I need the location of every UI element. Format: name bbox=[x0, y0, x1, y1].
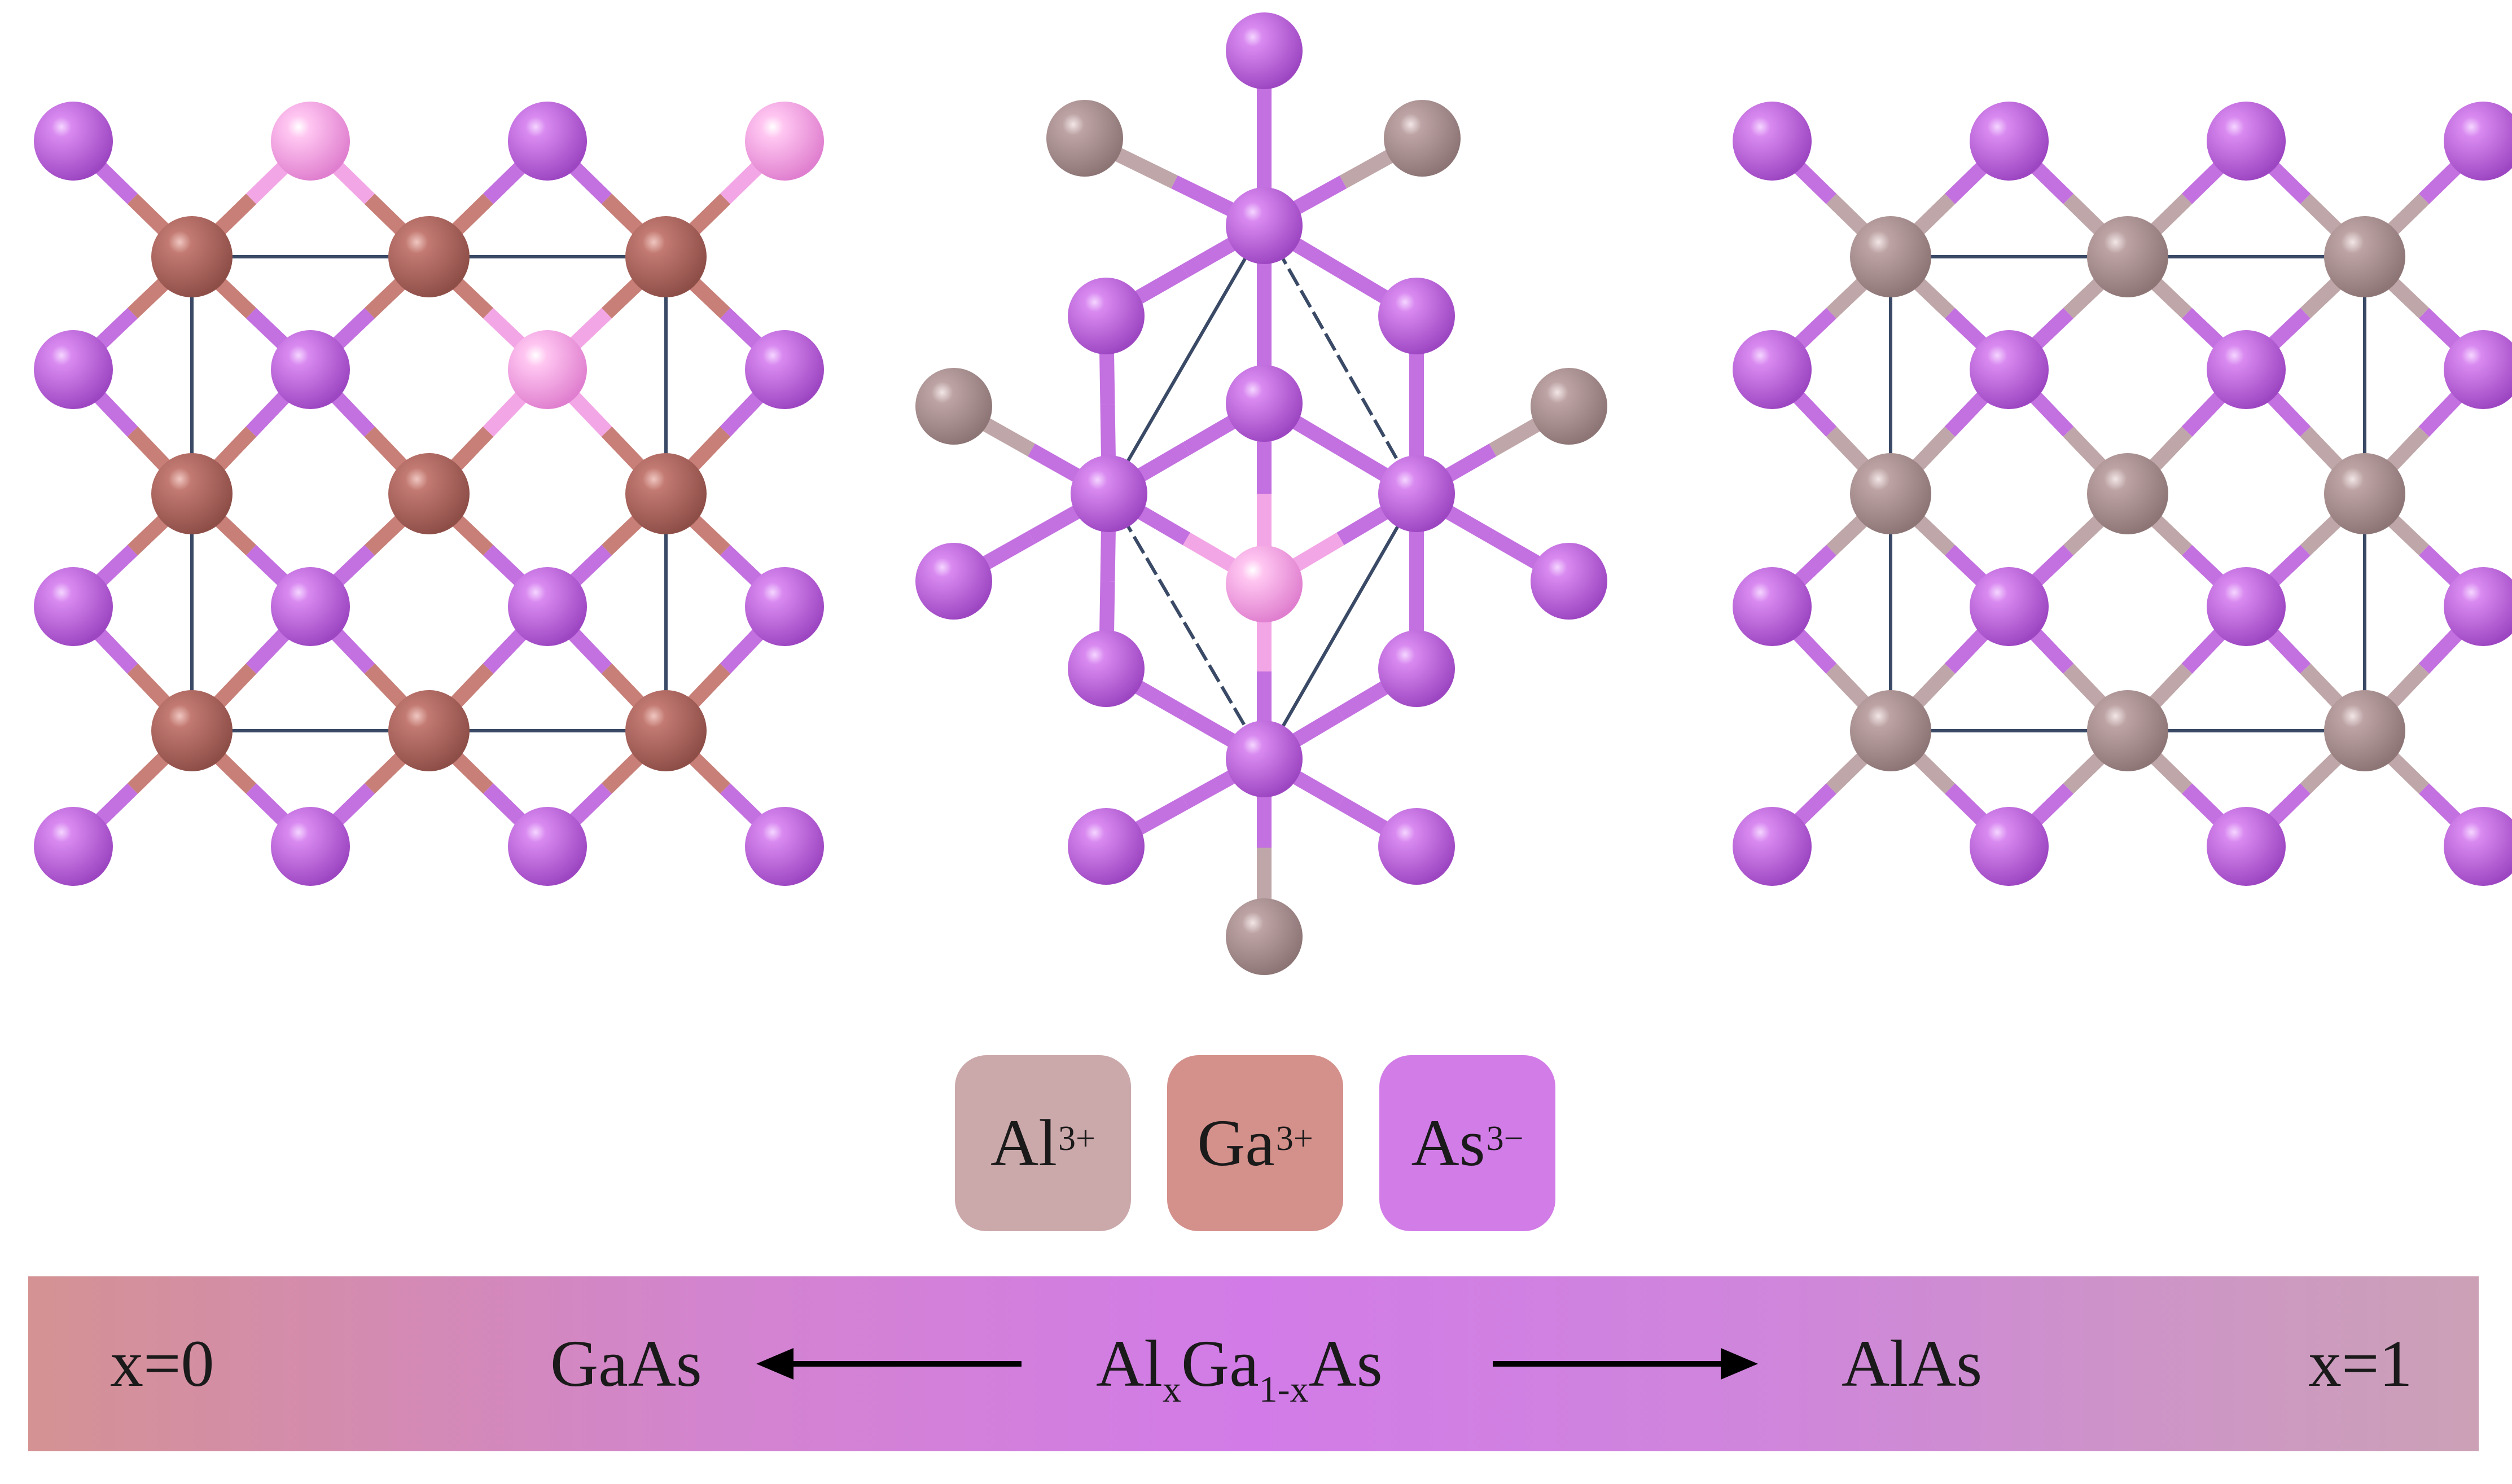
alxga1-xas-lattice-as-atom bbox=[1226, 187, 1303, 264]
crystal-structures-scene bbox=[34, 12, 2512, 975]
alas-lattice-as-atom bbox=[2444, 330, 2512, 409]
alxga1-xas-lattice-as-atom bbox=[1068, 630, 1145, 707]
alxga1-xas-lattice-al-atom bbox=[1226, 898, 1303, 975]
formula-as: As bbox=[1308, 1327, 1383, 1400]
alas-lattice-as-atom bbox=[1970, 330, 2049, 409]
gaas-lattice-ga-atom bbox=[388, 216, 470, 297]
alxga1-xas-lattice-as-atom bbox=[1378, 278, 1455, 354]
alxga1-xas-lattice-as-atom bbox=[1226, 12, 1303, 89]
gaas-lattice-as-atom bbox=[745, 330, 824, 409]
alas-lattice-as-atom bbox=[1733, 102, 1812, 181]
gaas-lattice-ga-atom bbox=[151, 690, 233, 771]
alas-lattice-as-atom bbox=[1733, 330, 1812, 409]
alas-lattice-as-atom bbox=[2444, 807, 2512, 886]
gaas-lattice-as-atom bbox=[34, 567, 113, 646]
gaas-lattice-as-atom bbox=[508, 807, 587, 886]
gaas-lattice-as-atom bbox=[508, 102, 587, 181]
alas-lattice-as-atom bbox=[2207, 567, 2286, 646]
right-x-value: x=1 bbox=[2308, 1327, 2413, 1400]
left-x-value: x=0 bbox=[110, 1327, 214, 1400]
alxga1-xas-lattice-al-atom bbox=[1531, 368, 1607, 445]
alas-lattice-al-atom bbox=[2087, 453, 2168, 534]
alxga1-xas-lattice-as-atom bbox=[1071, 455, 1147, 532]
unit-cell-layer bbox=[190, 225, 2366, 760]
composition-bar: x=0 GaAs AlxGa1-xAs AlAs x=1 bbox=[28, 1276, 2479, 1451]
alxga1-xas-lattice-as-atom bbox=[1378, 630, 1455, 707]
alxga1-xas-lattice-as-atom bbox=[1226, 721, 1303, 797]
alas-lattice-as-atom bbox=[2207, 330, 2286, 409]
alas-lattice-as-atom bbox=[1970, 567, 2049, 646]
alas-lattice-as-atom bbox=[1970, 102, 2049, 181]
gaas-lattice-as-atom bbox=[745, 102, 824, 181]
legend-ga-symbol: Ga bbox=[1197, 1106, 1275, 1180]
gaas-lattice-ga-atom bbox=[388, 690, 470, 771]
gaas-lattice-as-atom bbox=[34, 807, 113, 886]
alas-lattice-as-atom bbox=[2207, 102, 2286, 181]
alxga1-xas-lattice-as-atom bbox=[1068, 808, 1145, 885]
alas-lattice-al-atom bbox=[2324, 453, 2405, 534]
alas-lattice-as-atom bbox=[1733, 567, 1812, 646]
alas-lattice-al-atom bbox=[2087, 216, 2168, 297]
alas-label: AlAs bbox=[1842, 1327, 1983, 1400]
alas-lattice-al-atom bbox=[2324, 690, 2405, 771]
legend-as-charge: 3− bbox=[1486, 1119, 1524, 1158]
gaas-lattice-as-atom bbox=[271, 567, 350, 646]
alxga1-xas-lattice-as-atom bbox=[1378, 455, 1455, 532]
formula-ga: Ga bbox=[1181, 1327, 1259, 1400]
legend-al-symbol: Al bbox=[990, 1106, 1058, 1180]
alxga1-xas-lattice-as-atom bbox=[1068, 278, 1145, 354]
alxga1-xas-lattice-al-atom bbox=[1046, 100, 1123, 177]
alas-lattice-al-atom bbox=[2324, 216, 2405, 297]
formula-sub-x: x bbox=[1163, 1369, 1181, 1410]
formula-al: Al bbox=[1096, 1327, 1163, 1400]
legend-al-charge: 3+ bbox=[1058, 1119, 1095, 1158]
legend-as-symbol: As bbox=[1411, 1106, 1485, 1180]
alxga1-xas-lattice-al-atom bbox=[915, 368, 992, 445]
atoms-layer bbox=[34, 12, 2512, 975]
gaas-lattice-ga-atom bbox=[625, 453, 707, 534]
alxga1-xas-lattice-cell-d bbox=[1262, 493, 1418, 760]
alas-lattice-al-atom bbox=[1850, 453, 1931, 534]
alas-lattice-as-atom bbox=[2207, 807, 2286, 886]
alxga1-xas-lattice-cell-c bbox=[1107, 493, 1266, 760]
alxga1-xas-lattice-as-atom bbox=[1378, 808, 1455, 885]
alas-lattice-as-atom bbox=[1733, 807, 1812, 886]
formula-sub-1-x: 1-x bbox=[1259, 1369, 1309, 1410]
gaas-lattice-as-atom bbox=[508, 330, 587, 409]
gaas-lattice-as-atom bbox=[745, 807, 824, 886]
alas-lattice-as-atom bbox=[2444, 567, 2512, 646]
gaas-lattice-as-atom bbox=[34, 102, 113, 181]
alxga1-xas-lattice-as-atom bbox=[1531, 543, 1607, 620]
gaas-lattice-as-atom bbox=[271, 102, 350, 181]
gaas-lattice-as-atom bbox=[745, 567, 824, 646]
alas-lattice-as-atom bbox=[1970, 807, 2049, 886]
alas-lattice-al-atom bbox=[1850, 216, 1931, 297]
alas-lattice-as-atom bbox=[2444, 102, 2512, 181]
alas-lattice-al-atom bbox=[2087, 690, 2168, 771]
gaas-lattice-ga-atom bbox=[151, 453, 233, 534]
alxga1-xas-lattice-cell-a bbox=[1107, 225, 1266, 495]
alxga1-xas-lattice-as-atom bbox=[915, 543, 992, 620]
gaas-label: GaAs bbox=[550, 1327, 702, 1400]
alloy-formula: AlxGa1-xAs bbox=[1096, 1331, 1383, 1408]
gaas-lattice-ga-atom bbox=[151, 216, 233, 297]
gaas-lattice-as-atom bbox=[271, 807, 350, 886]
gaas-lattice-as-atom bbox=[34, 330, 113, 409]
legend-ga-charge: 3+ bbox=[1275, 1119, 1313, 1158]
gaas-lattice-ga-atom bbox=[625, 690, 707, 771]
gaas-lattice-as-atom bbox=[508, 567, 587, 646]
alxga1-xas-lattice-cell-b bbox=[1262, 225, 1418, 495]
gaas-lattice-as-atom bbox=[271, 330, 350, 409]
alxga1-xas-lattice-al-atom bbox=[1384, 100, 1461, 177]
gaas-lattice-ga-atom bbox=[388, 453, 470, 534]
alxga1-xas-lattice-as-atom bbox=[1226, 365, 1303, 442]
alas-lattice-al-atom bbox=[1850, 690, 1931, 771]
alxga1-xas-lattice-as-atom bbox=[1226, 546, 1303, 622]
gaas-lattice-ga-atom bbox=[625, 216, 707, 297]
